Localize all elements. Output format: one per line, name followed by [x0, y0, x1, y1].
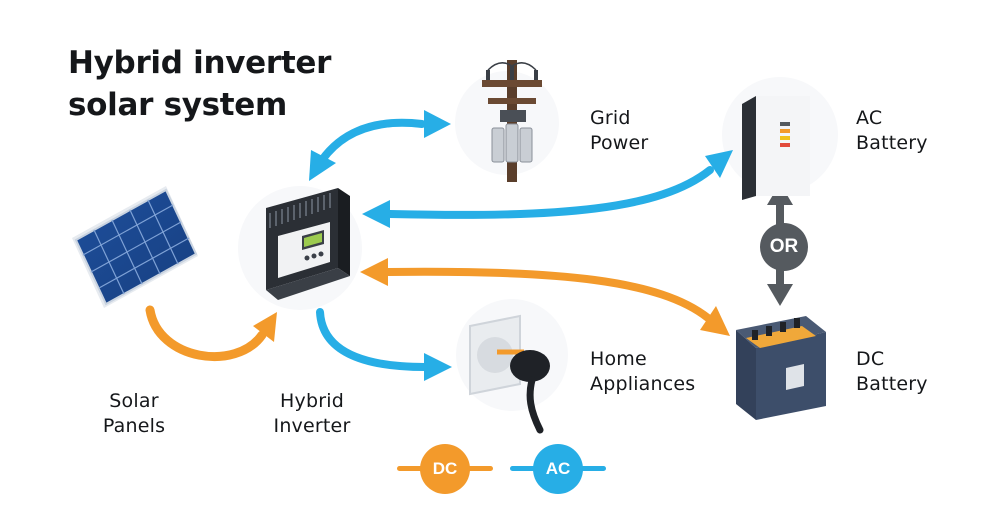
- label-solar-panels: Solar Panels: [102, 390, 166, 437]
- label-grid-power: Grid Power: [590, 107, 649, 154]
- title-line-1: Hybrid inverter: [68, 45, 332, 81]
- dc-battery-icon: [736, 316, 826, 420]
- label-dc-battery: DC Battery: [856, 348, 928, 395]
- or-badge: OR: [760, 223, 808, 271]
- legend-ac-badge: AC: [533, 444, 583, 494]
- arrow-grid-inverter: [309, 110, 451, 181]
- label-home-appliances: Home Appliances: [590, 348, 696, 395]
- arrow-inverter-appliances: [316, 308, 452, 381]
- arrow-solar-inverter: [145, 305, 277, 361]
- label-ac-battery: AC Battery: [856, 107, 928, 154]
- title-line-2: solar system: [68, 87, 288, 123]
- legend-dc-badge: DC: [420, 444, 470, 494]
- label-hybrid-inverter: Hybrid Inverter: [273, 390, 351, 437]
- utility-pole-icon: [482, 60, 542, 182]
- arrow-inverter-ac-battery: [362, 150, 733, 228]
- power-plug-icon: [469, 314, 550, 434]
- solar-panel-icon: [72, 186, 198, 308]
- diagram-title: Hybrid inverter solar system: [68, 42, 331, 126]
- ac-battery-icon: [742, 96, 810, 200]
- hybrid-inverter-icon: [266, 188, 350, 300]
- arrow-inverter-dc-battery: [360, 258, 730, 336]
